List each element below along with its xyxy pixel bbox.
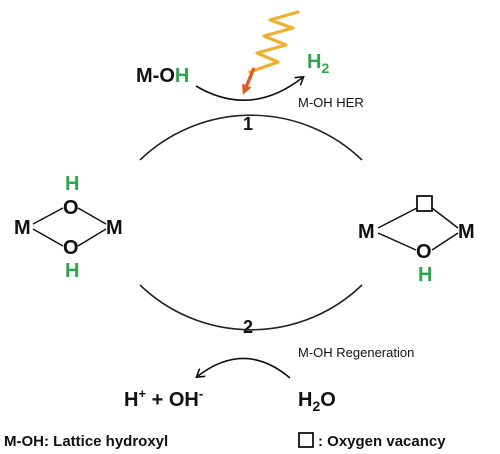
step2-reactant: H2O [298,389,336,414]
left-h-bottom: H [65,260,79,282]
left-o-bottom: O [63,237,79,259]
light-icon [242,10,300,95]
step1-product: H2 [307,51,329,76]
step2-product: H+ + OH- [124,386,203,411]
right-m-right: M [458,221,475,243]
left-m-right: M [106,217,123,239]
cycle-bottom-arc [139,284,363,331]
square-vacancy-icon [298,432,314,448]
right-o-bottom: O [416,241,432,263]
right-h-bottom: H [418,264,432,286]
left-o-top: O [63,197,79,219]
right-m-left: M [358,221,375,243]
step1-label: M-OH HER [298,95,364,110]
left-m-left: M [14,217,31,239]
step1-reactant: M-OH [136,65,189,87]
left-hydroxyl-structure: H O M M O H [14,173,123,282]
cycle-top-arc [139,114,363,161]
right-vacancy-structure: M M O H [358,195,475,286]
step1-reaction-arrow [195,78,302,101]
square-vacancy-icon [416,195,433,212]
legend-vacancy: : Oxygen vacancy [318,433,446,450]
step1-number: 1 [243,114,253,134]
step2-number: 2 [243,317,253,337]
step2-label: M-OH Regeneration [298,345,414,360]
step2-reaction-arrow [198,357,291,379]
legend-hydroxyl: M-OH: Lattice hydroxyl [4,433,168,450]
left-h-top: H [65,173,79,195]
